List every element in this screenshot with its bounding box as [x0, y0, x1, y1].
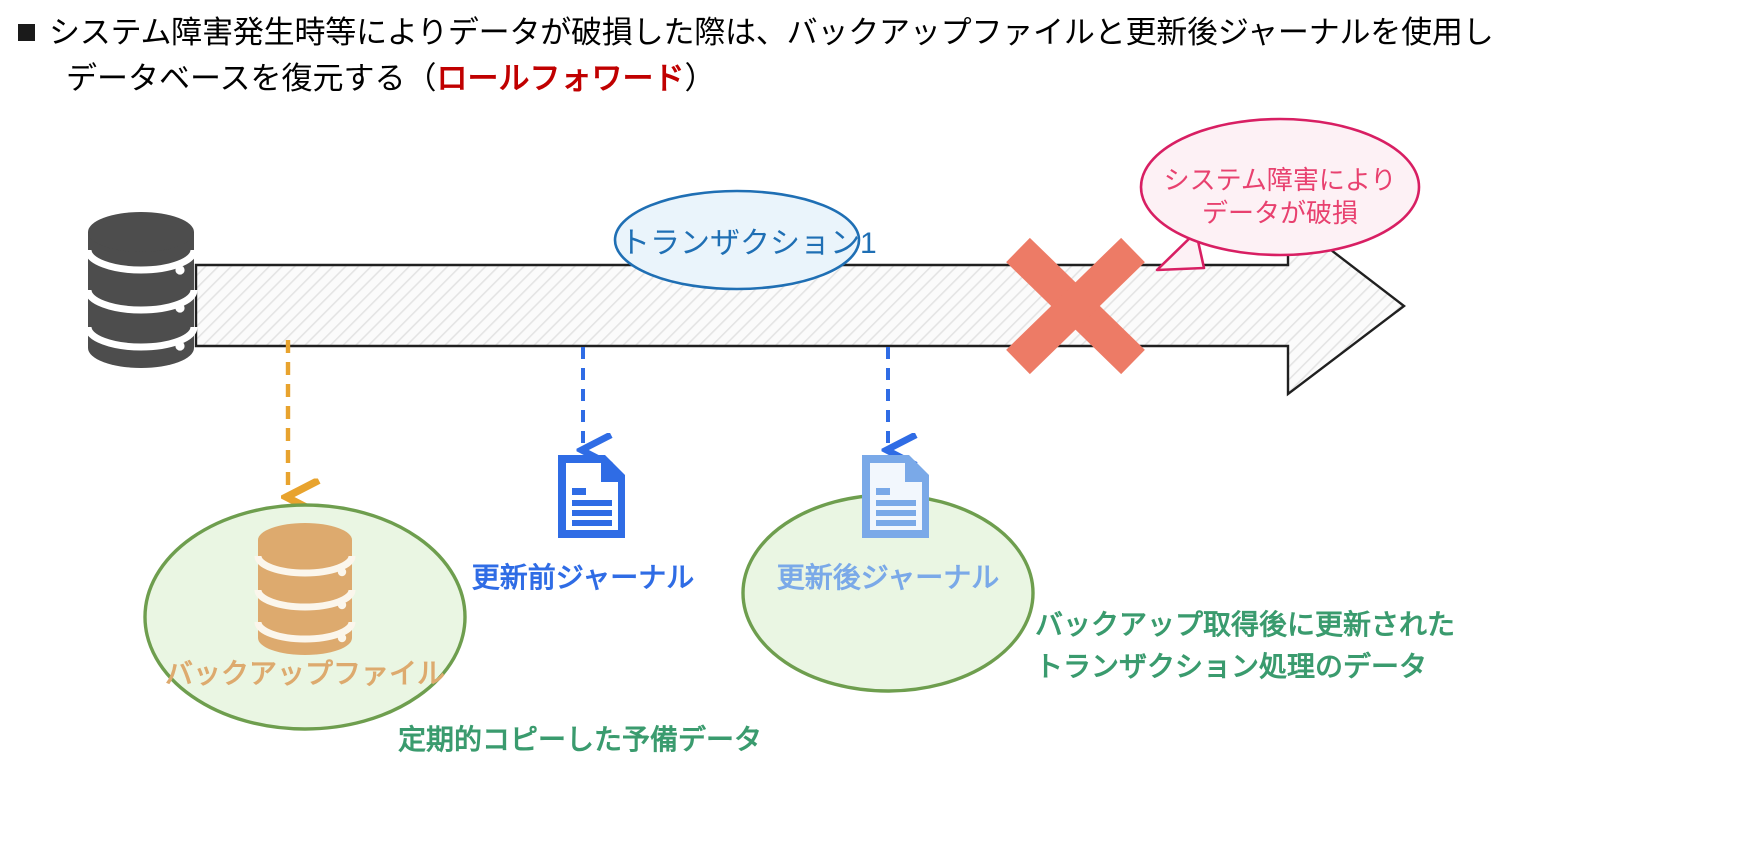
note-bottom-line-1: 定期的コピーした予備データ — [398, 724, 763, 755]
failure-callout-line-1: システム障害により — [1163, 165, 1397, 195]
headline-text-2-prefix: データベースを復元する（ — [66, 61, 437, 96]
transaction-label: トランザクション1 — [620, 227, 877, 260]
journal-after-label: 更新後ジャーナル — [776, 562, 1000, 593]
headline-line-2: データベースを復元する（ロールフォワード） — [66, 56, 715, 101]
backup-file-label: バックアップファイル — [164, 658, 445, 689]
red-x-mark-icon — [1006, 237, 1145, 375]
transaction-ellipse — [613, 189, 861, 291]
note-right-line-1: バックアップ取得後に更新された — [1035, 609, 1456, 640]
headline-emphasis-rollforward: ロールフォワード — [436, 61, 685, 96]
square-bullet-icon — [18, 24, 35, 41]
database-cylinder-icon — [84, 212, 198, 368]
journal-before-document-icon — [558, 455, 625, 538]
headline-text-2-suffix: ） — [684, 61, 716, 96]
note-right-line-2: トランザクション処理のデータ — [1035, 651, 1428, 682]
failure-callout-bubble — [1139, 117, 1421, 272]
headline-text-1: システム障害発生時等によりデータが破損した際は、バックアップファイルと更新後ジャ… — [49, 15, 1494, 50]
timeline-right-arrow — [194, 214, 1406, 397]
journal-before-label: 更新前ジャーナル — [471, 562, 695, 593]
journal-after-document-icon — [862, 455, 929, 538]
failure-callout-line-2: データが破損 — [1201, 198, 1358, 228]
headline-line-1: システム障害発生時等によりデータが破損した際は、バックアップファイルと更新後ジャ… — [18, 10, 1754, 55]
backup-database-cylinder-icon — [254, 523, 356, 655]
